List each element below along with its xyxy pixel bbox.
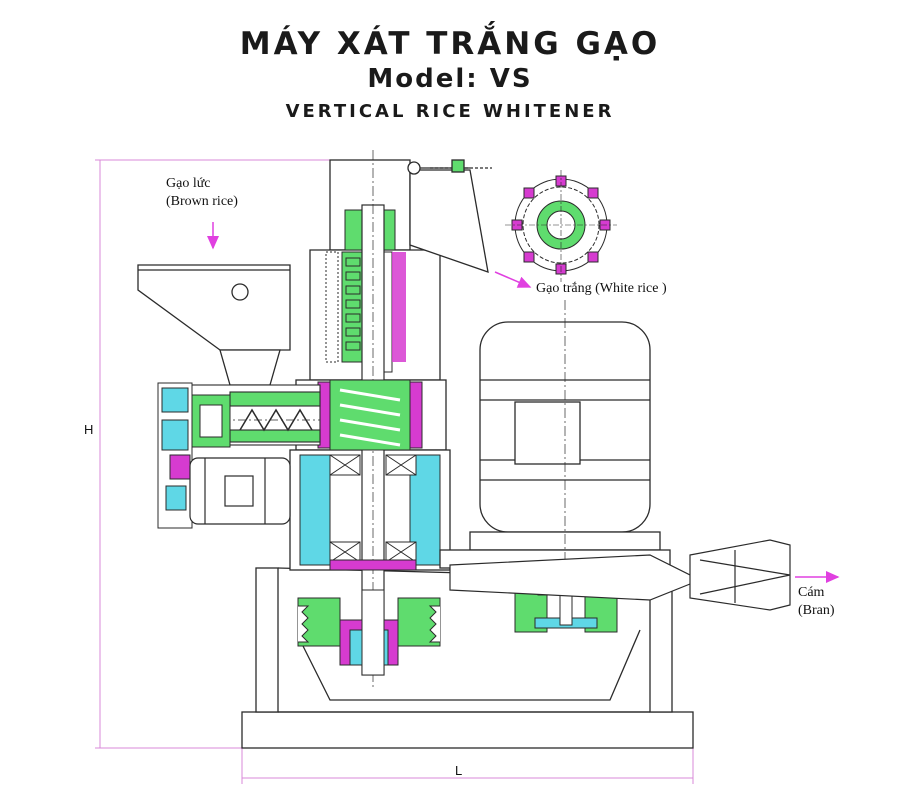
brown-rice-label-vn: Gạo lức	[166, 176, 211, 191]
title-vietnamese: MÁY XÁT TRẮNG GẠO	[239, 26, 661, 62]
feed-motor	[189, 457, 291, 525]
length-dimension-label: L	[455, 763, 463, 778]
discharge-chute	[407, 159, 492, 273]
title-english: VERTICAL RICE WHITENER	[285, 101, 615, 122]
title-model: Model: VS	[367, 64, 533, 94]
bran-outlet	[449, 539, 791, 611]
flow-arrows	[207, 222, 840, 583]
dimension-lines	[95, 159, 694, 784]
bran-label-vn: Cám	[798, 585, 825, 600]
rotor-section	[505, 170, 617, 282]
main-pulley	[297, 589, 441, 676]
white-rice-label: Gạo trắng (White rice )	[536, 281, 667, 296]
height-dimension-label: H	[84, 422, 94, 437]
hopper	[137, 264, 291, 386]
bearing-housing	[299, 454, 441, 571]
feed-auger	[317, 379, 423, 451]
feed-gearbox	[157, 382, 231, 529]
bran-label-en: (Bran)	[798, 603, 835, 618]
brown-rice-label-en: (Brown rice)	[166, 194, 238, 209]
